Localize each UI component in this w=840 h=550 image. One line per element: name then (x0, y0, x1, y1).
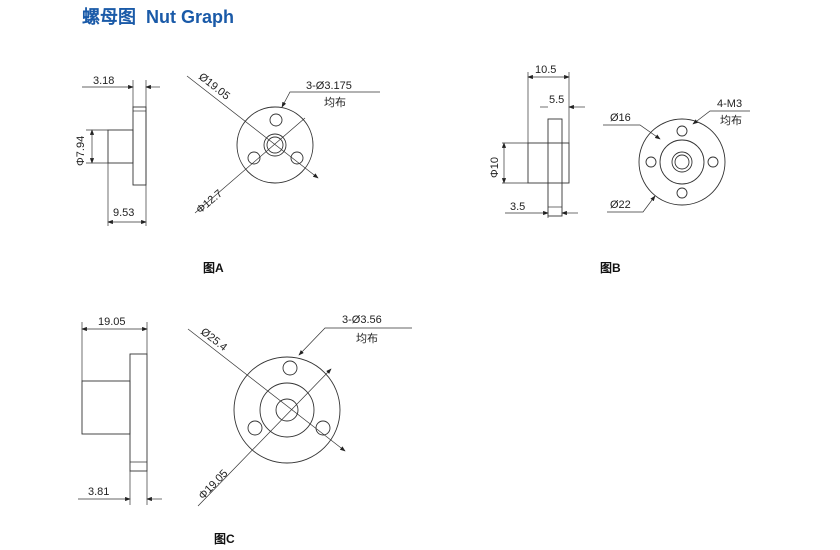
figure-a-side-view: 3.18 Φ7.94 9.53 (75, 75, 160, 226)
figure-c-front-view: Ø25.4 Φ19.05 3-Ø3.56 均布 (187, 314, 412, 507)
caption-b: 图B (600, 261, 621, 275)
dim-a-hub-diameter: Φ7.94 (75, 136, 87, 166)
dim-a-bolt-circle: Φ12.7 (194, 188, 225, 217)
dim-a-holes: 3-Ø3.175 (306, 80, 352, 92)
dim-b-hub-diameter: Φ10 (489, 157, 501, 178)
dim-b-outer-diameter: Ø22 (610, 199, 631, 211)
dim-b-even: 均布 (720, 114, 742, 127)
dim-a-outer-diameter: Ø19.05 (196, 71, 232, 103)
dim-a-even: 均布 (324, 96, 346, 109)
dim-b-length: 10.5 (535, 64, 556, 76)
figure-b-front-view: Ø16 Ø22 4-M3 均布 (603, 98, 750, 213)
figure-c-side-view: 19.05 3.81 (78, 316, 162, 505)
page-title: 螺母图 Nut Graph (82, 3, 234, 29)
caption-c: 图C (214, 532, 235, 546)
dim-a-flange-thickness: 3.18 (93, 75, 114, 87)
title-cn: 螺母图 (82, 7, 136, 27)
dim-c-outer-diameter: Ø25.4 (198, 326, 229, 354)
dim-c-even: 均布 (356, 332, 378, 345)
dim-b-holes: 4-M3 (717, 98, 742, 110)
dim-c-flange-thickness: 3.81 (88, 486, 109, 498)
dim-c-holes: 3-Ø3.56 (342, 314, 382, 326)
dim-c-length: 19.05 (98, 316, 126, 328)
dim-b-hub-length: 5.5 (549, 94, 564, 106)
title-en: Nut Graph (146, 7, 235, 27)
dim-b-flange-thickness: 3.5 (510, 201, 525, 213)
dim-c-bolt-circle: Φ19.05 (197, 468, 231, 502)
dim-a-length: 9.53 (113, 207, 134, 219)
figure-b-side-view: 10.5 5.5 Φ10 3.5 (489, 64, 585, 218)
caption-a: 图A (203, 261, 224, 275)
figure-a-front-view: Ø19.05 Φ12.7 3-Ø3.175 均布 (186, 71, 380, 217)
dim-b-bolt-circle: Ø16 (610, 112, 631, 124)
